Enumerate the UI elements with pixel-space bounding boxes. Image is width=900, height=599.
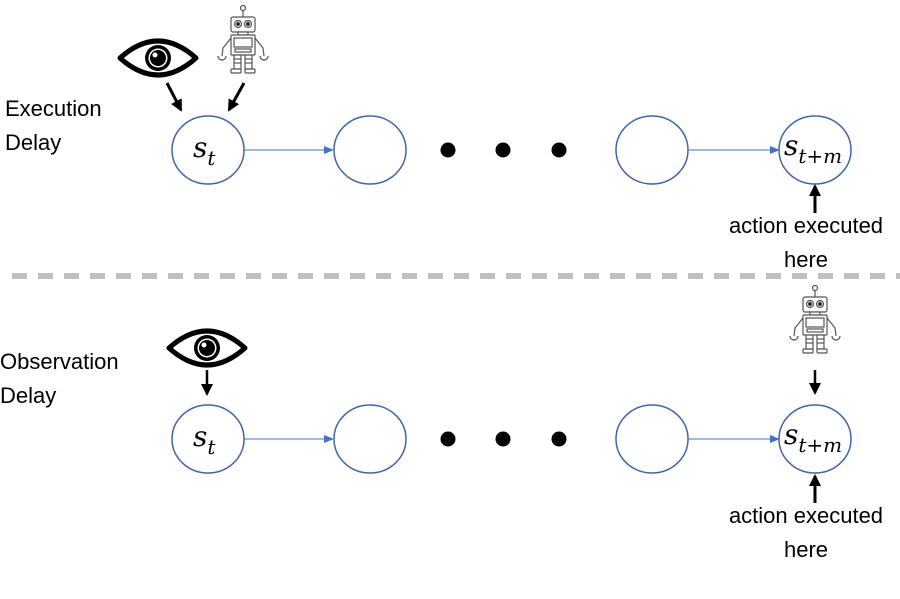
ellipsis-dot	[440, 431, 456, 447]
robot-icon	[789, 284, 841, 354]
panel-title-line-2: Delay	[5, 130, 61, 155]
state-label-start: st	[193, 420, 216, 459]
robot-arrow	[227, 82, 246, 112]
panel-title-line-1: Execution	[5, 96, 102, 121]
panel-title-line-2: Delay	[0, 383, 56, 408]
state-node-end	[778, 404, 852, 474]
ellipsis-dot	[440, 142, 456, 158]
state-node-3	[615, 404, 689, 474]
state-node-2	[333, 404, 407, 474]
ellipsis-dot	[551, 431, 567, 447]
annotation-line-2: here	[784, 247, 828, 272]
annotation-line-2: here	[784, 537, 828, 562]
eye-icon	[120, 41, 196, 75]
panel-title-line-1: Observation	[0, 349, 119, 374]
eye-icon	[169, 331, 245, 365]
robot-icon	[217, 4, 269, 74]
execution-delay-panel: Execution Delay st st+m action executed …	[5, 4, 883, 272]
state-label-start: st	[193, 131, 216, 170]
state-label-end: st+m	[784, 129, 842, 168]
ellipsis-dot	[495, 431, 511, 447]
observation-delay-panel: Observation Delay st st+m action execute…	[0, 284, 883, 562]
state-label-end: st+m	[784, 418, 842, 457]
state-node-3	[615, 115, 689, 185]
ellipsis-dot	[551, 142, 567, 158]
eye-arrow	[165, 82, 183, 112]
state-node-2	[333, 115, 407, 185]
ellipsis-dot	[495, 142, 511, 158]
annotation-line-1: action executed	[729, 503, 883, 528]
annotation-line-1: action executed	[729, 213, 883, 238]
